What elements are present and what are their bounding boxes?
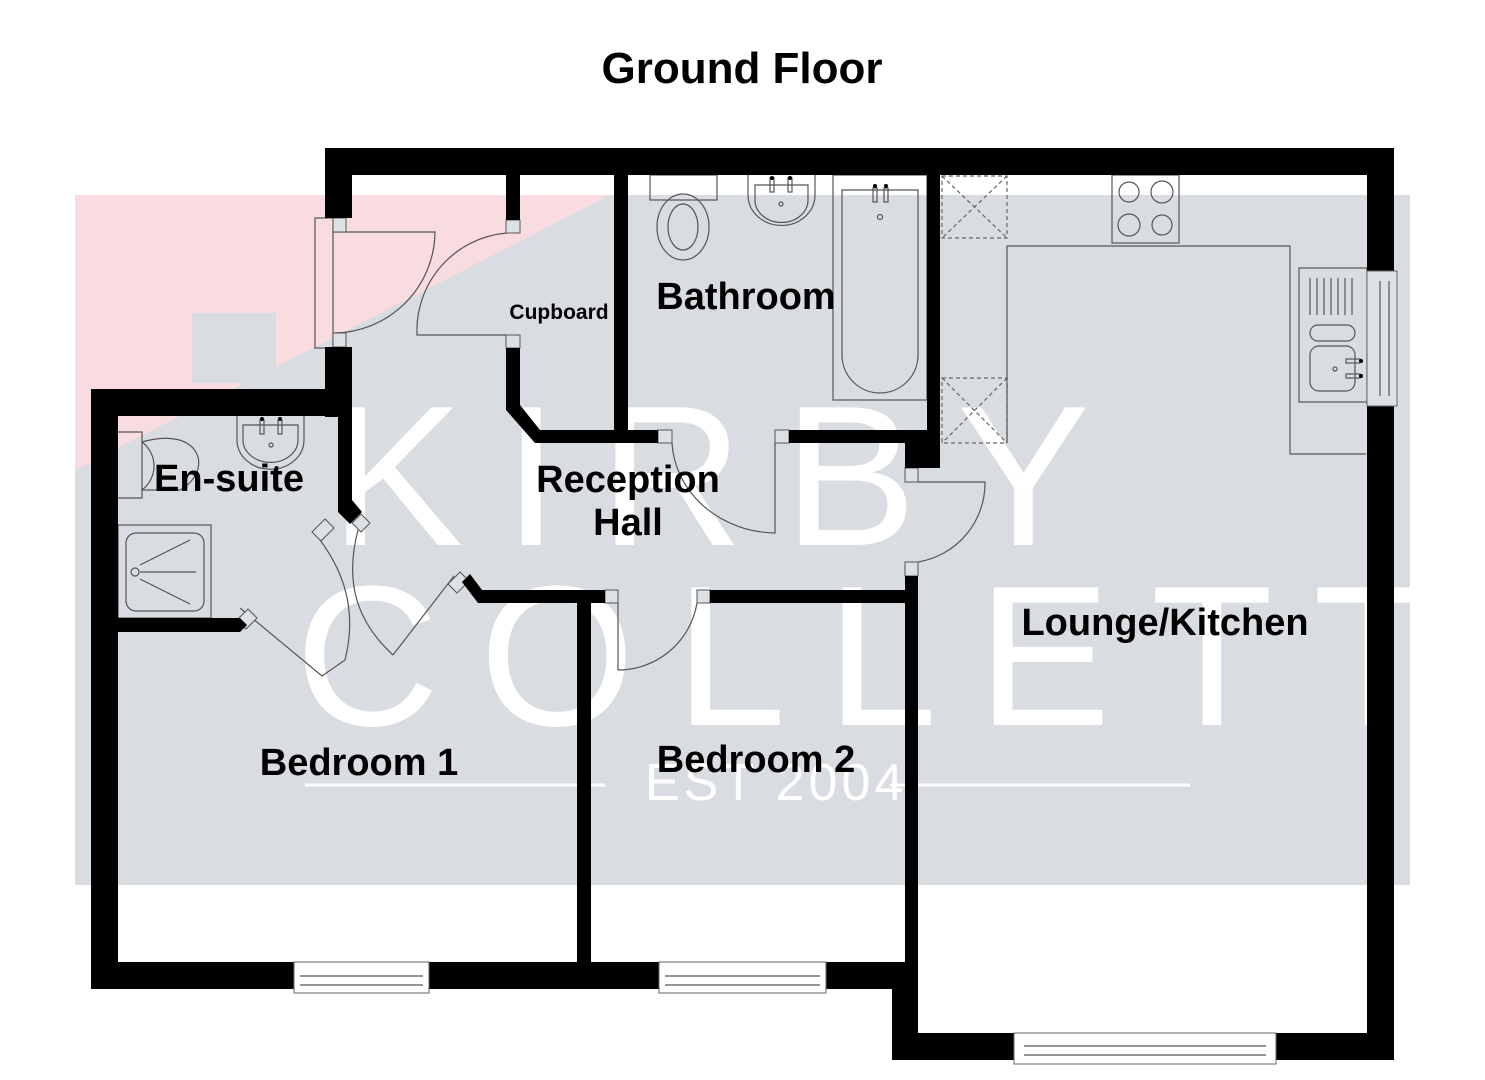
walls (91, 148, 1394, 1060)
window-bedroom2 (658, 961, 827, 994)
watermark-kirby: KIRBY (330, 365, 1130, 588)
label-reception-2: Hall (593, 502, 663, 544)
cupboard-door[interactable] (416, 219, 521, 349)
label-lounge-kitchen: Lounge/Kitchen (1021, 602, 1308, 644)
bedroom2-door[interactable] (604, 589, 711, 671)
window-kitchen (1366, 270, 1398, 407)
label-ensuite: En-suite (154, 458, 304, 500)
windows (293, 270, 1398, 1065)
watermark-colletti: COLLETTI (295, 545, 1485, 768)
room-labels: En-suite Reception Hall Cupboard Bathroo… (154, 276, 1309, 784)
bathroom-door[interactable] (657, 429, 790, 534)
ensuite-basin-icon (236, 416, 305, 470)
label-reception-1: Reception (536, 459, 720, 501)
label-cupboard: Cupboard (509, 301, 608, 324)
watermark-est: EST 2004 (645, 754, 907, 812)
window-lounge (1013, 1032, 1277, 1065)
kitchen-sink-icon (1298, 267, 1368, 403)
watermark-logo: KIRBY COLLETTI EST 2004 (295, 365, 1485, 812)
floor-title: Ground Floor (601, 44, 882, 93)
label-bedroom1: Bedroom 1 (260, 742, 458, 784)
ensuite-door[interactable] (236, 518, 351, 677)
ensuite-toilet-icon (118, 431, 200, 499)
label-bathroom: Bathroom (656, 276, 835, 318)
basin-icon (747, 175, 816, 227)
kitchen-units (941, 175, 1366, 455)
window-bedroom1 (293, 961, 430, 994)
label-bedroom2: Bedroom 2 (657, 739, 855, 781)
toilet-icon (649, 174, 718, 261)
